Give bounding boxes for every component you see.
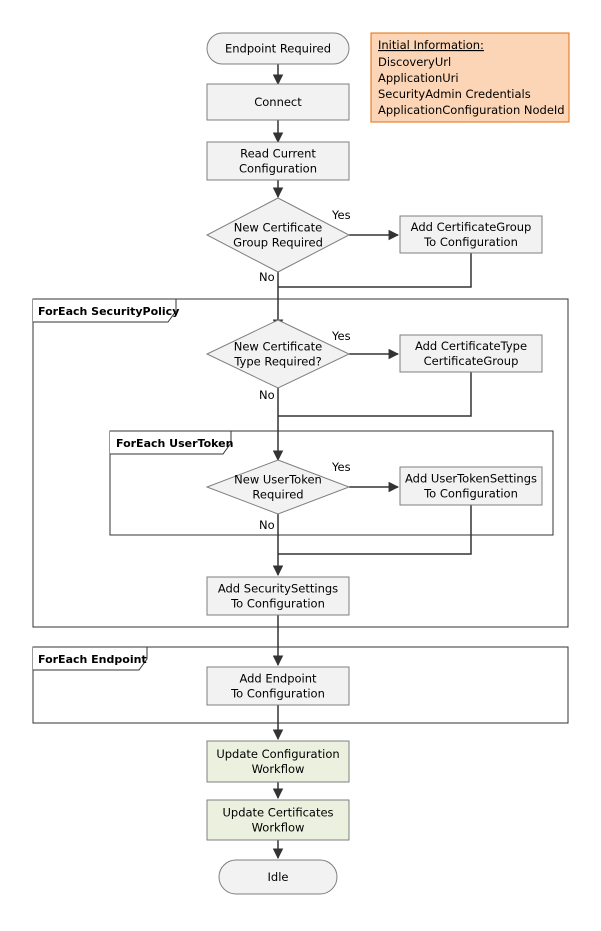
node-label: CertificateGroup bbox=[424, 354, 519, 368]
initial-information-box: Initial Information: DiscoveryUrl Applic… bbox=[370, 32, 570, 123]
info-line: ApplicationConfiguration NodeId bbox=[378, 103, 565, 117]
info-line: DiscoveryUrl bbox=[378, 55, 451, 69]
info-line: ApplicationUri bbox=[378, 71, 459, 85]
connectors bbox=[272, 64, 472, 860]
node-label: New Certificate bbox=[234, 340, 322, 354]
node-shape bbox=[206, 83, 350, 121]
node-label: Add UserTokenSettings bbox=[405, 472, 537, 486]
node-shape bbox=[205, 459, 351, 515]
node-shape bbox=[206, 666, 350, 706]
node-label: Workflow bbox=[252, 762, 305, 776]
node-label: Type Required? bbox=[233, 355, 321, 369]
node-dec-group: New CertificateGroup Required bbox=[205, 197, 351, 273]
node-label: Connect bbox=[254, 95, 302, 109]
node-label: Workflow bbox=[252, 821, 305, 835]
node-label: Endpoint Required bbox=[225, 42, 331, 56]
node-end: Idle bbox=[218, 859, 338, 895]
node-dec-type: New CertificateType Required? bbox=[205, 319, 351, 389]
node-shape bbox=[399, 466, 543, 506]
node-shape bbox=[206, 141, 350, 181]
node-shape bbox=[206, 740, 350, 783]
node-label: To Configuration bbox=[230, 687, 325, 701]
node-shape bbox=[206, 799, 350, 841]
node-label: Add Endpoint bbox=[239, 672, 317, 686]
label-yes-type: Yes bbox=[331, 329, 351, 343]
frame-title-security-policy: ForEach SecurityPolicy bbox=[38, 305, 179, 318]
node-label: Configuration bbox=[239, 162, 317, 176]
node-label: Add CertificateType bbox=[415, 339, 527, 353]
node-shape bbox=[205, 319, 351, 389]
frame-title-user-token: ForEach UserToken bbox=[116, 437, 233, 450]
node-label: Read Current bbox=[240, 147, 316, 161]
node-label: Add SecuritySettings bbox=[218, 582, 338, 596]
node-shape bbox=[399, 334, 543, 373]
node-label: Required bbox=[252, 488, 303, 502]
frame-user-token: ForEach UserToken bbox=[109, 430, 554, 536]
node-label: Idle bbox=[268, 870, 289, 884]
node-label: New UserToken bbox=[234, 473, 322, 487]
node-label: New Certificate bbox=[234, 221, 322, 235]
node-label: Update Certificates bbox=[222, 806, 333, 820]
node-label: To Configuration bbox=[423, 235, 518, 249]
node-connect: Connect bbox=[206, 83, 350, 121]
info-title: Initial Information: bbox=[378, 38, 484, 52]
node-shape bbox=[399, 215, 543, 254]
node-shape bbox=[206, 576, 350, 616]
node-shape bbox=[205, 197, 351, 273]
node-label: To Configuration bbox=[230, 597, 325, 611]
label-no-type: No bbox=[259, 388, 275, 402]
frame-security-policy: ForEach SecurityPolicy bbox=[32, 298, 569, 628]
label-no-group: No bbox=[259, 270, 275, 284]
node-label: Group Required bbox=[233, 236, 323, 250]
node-shape bbox=[218, 859, 338, 895]
node-label: To Configuration bbox=[423, 487, 518, 501]
node-label: Update Configuration bbox=[216, 747, 339, 761]
node-start: Endpoint Required bbox=[206, 32, 350, 65]
frame-endpoint: ForEach Endpoint bbox=[32, 646, 569, 724]
label-yes-group: Yes bbox=[331, 208, 351, 222]
node-label: Add CertificateGroup bbox=[411, 220, 532, 234]
label-yes-token: Yes bbox=[331, 460, 351, 474]
node-shape bbox=[206, 32, 350, 65]
label-no-token: No bbox=[259, 518, 275, 532]
info-line: SecurityAdmin Credentials bbox=[378, 87, 531, 101]
frame-title-endpoint: ForEach Endpoint bbox=[38, 653, 147, 666]
